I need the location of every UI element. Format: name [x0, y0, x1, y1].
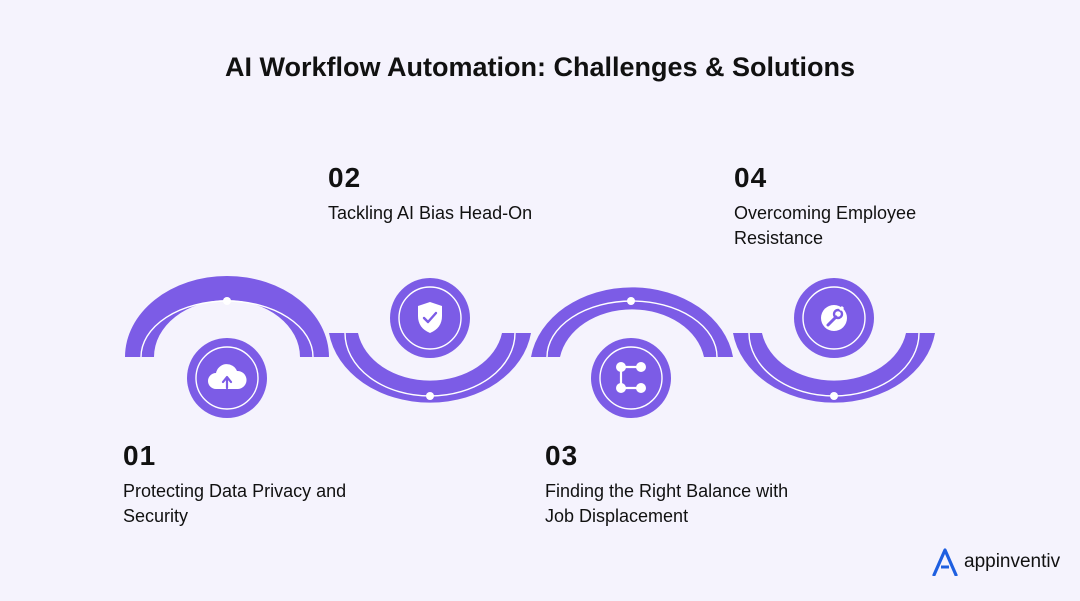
- step-1-number: 01: [123, 440, 157, 471]
- step-1-label: Protecting Data Privacy and Security: [123, 481, 347, 526]
- step-4-icon-badge: [794, 278, 874, 358]
- step-4-number: 04: [734, 162, 768, 193]
- step-3-number: 03: [545, 440, 579, 471]
- appinventiv-logo-icon: [932, 548, 958, 576]
- step-3-label: Finding the Right Balance with Job Displ…: [545, 481, 789, 526]
- page-title: AI Workflow Automation: Challenges & Sol…: [224, 52, 855, 82]
- step-1-icon-badge: [187, 338, 267, 418]
- step-4-label: Overcoming Employee Resistance: [734, 203, 917, 248]
- step-3-icon-badge: [591, 338, 671, 418]
- wave-segment-1: [125, 276, 329, 358]
- step-2-icon-badge: [390, 278, 470, 358]
- wave-segment-3: [531, 287, 733, 358]
- wrench-icon: [821, 305, 847, 331]
- step-2-number: 02: [328, 162, 362, 193]
- wave-segment-4: [733, 332, 935, 403]
- brand-logo: appinventiv: [932, 548, 1060, 576]
- step-2-label: Tackling AI Bias Head-On: [328, 203, 533, 223]
- shield-check-icon: [418, 302, 442, 333]
- cloud-upload-icon: [208, 364, 247, 390]
- wave-segment-2: [329, 332, 531, 403]
- workflow-nodes-icon: [616, 362, 646, 393]
- brand-name: appinventiv: [964, 551, 1061, 572]
